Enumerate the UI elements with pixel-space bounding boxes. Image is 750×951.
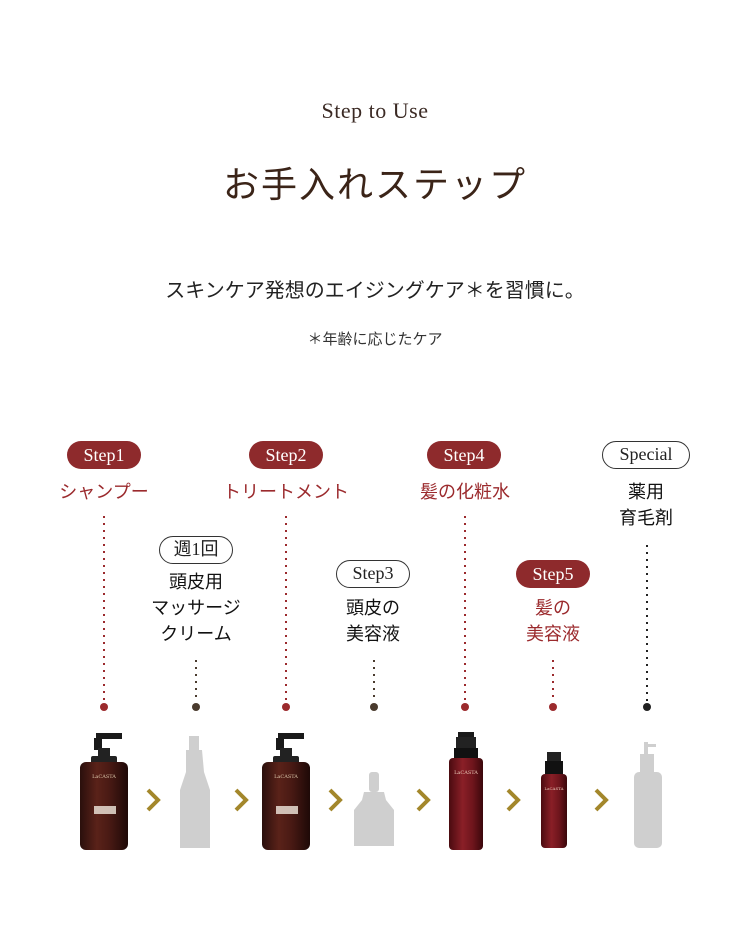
step4-badge: Step4 xyxy=(427,441,501,469)
special-label-line1: 薬用 xyxy=(628,482,664,503)
arrow-1-icon xyxy=(146,788,161,812)
step3-label-line2: 美容液 xyxy=(346,624,400,645)
step3-dot xyxy=(370,703,378,711)
step5-label: 髪の 美容液 xyxy=(493,596,613,648)
weekly-label-line3: クリーム xyxy=(160,624,232,645)
growth-tonic-placeholder xyxy=(634,742,662,848)
step2-label-line1: トリートメント xyxy=(223,482,349,503)
massage-cream-placeholder xyxy=(180,736,210,848)
section-title: お手入れステップ xyxy=(222,165,527,205)
hair-lotion-bottle: LaCASTA xyxy=(449,732,483,850)
treatment-brand-text: LaCASTA xyxy=(274,774,298,780)
special-label-line2: 育毛剤 xyxy=(619,508,673,529)
hair-lotion-brand-text: LaCASTA xyxy=(454,770,478,776)
weekly-label-line1: 頭皮用 xyxy=(169,572,223,593)
step2-badge: Step2 xyxy=(249,441,323,469)
weekly-badge: 週1回 xyxy=(159,536,233,564)
special-dot xyxy=(643,703,651,711)
step5-badge: Step5 xyxy=(516,560,590,588)
scalp-serum-placeholder xyxy=(354,772,394,846)
step5-dot xyxy=(549,703,557,711)
step4-label-line1: 髪の化粧水 xyxy=(420,482,510,503)
treatment-bottle: LaCASTA xyxy=(262,733,310,850)
section-eyebrow: Step to Use xyxy=(321,98,429,123)
step4-label: 髪の化粧水 xyxy=(400,480,530,506)
arrow-4-icon xyxy=(416,788,431,812)
footnote-text: ＊年齢に応じたケア xyxy=(307,330,443,348)
hair-serum-brand-text: LaCASTA xyxy=(544,786,563,791)
arrow-2-icon xyxy=(234,788,249,812)
step4-dot xyxy=(461,703,469,711)
arrow-5-icon xyxy=(506,788,521,812)
step1-label: シャンプー xyxy=(44,480,164,506)
step5-label-line2: 美容液 xyxy=(526,624,580,645)
special-label: 薬用 育毛剤 xyxy=(586,480,706,532)
shampoo-brand-text: LaCASTA xyxy=(92,774,116,780)
step1-dot xyxy=(100,703,108,711)
step3-badge: Step3 xyxy=(336,560,410,588)
step2-dot xyxy=(282,703,290,711)
lead-text: スキンケア発想のエイジングケア＊を習慣に。 xyxy=(165,278,585,302)
arrow-6-icon xyxy=(594,788,609,812)
step3-label: 頭皮の 美容液 xyxy=(313,596,433,648)
special-badge: Special xyxy=(602,441,690,469)
weekly-label-line2: マッサージ xyxy=(151,598,241,619)
step3-label-line1: 頭皮の xyxy=(346,598,400,619)
shampoo-bottle: LaCASTA xyxy=(80,733,128,850)
step2-label: トリートメント xyxy=(210,480,362,506)
weekly-dot xyxy=(192,703,200,711)
arrow-3-icon xyxy=(328,788,343,812)
step1-label-line1: シャンプー xyxy=(59,482,149,503)
hair-serum-bottle: LaCASTA xyxy=(541,752,567,848)
weekly-label: 頭皮用 マッサージ クリーム xyxy=(136,570,256,648)
step1-badge: Step1 xyxy=(67,441,141,469)
step5-label-line1: 髪の xyxy=(535,598,571,619)
